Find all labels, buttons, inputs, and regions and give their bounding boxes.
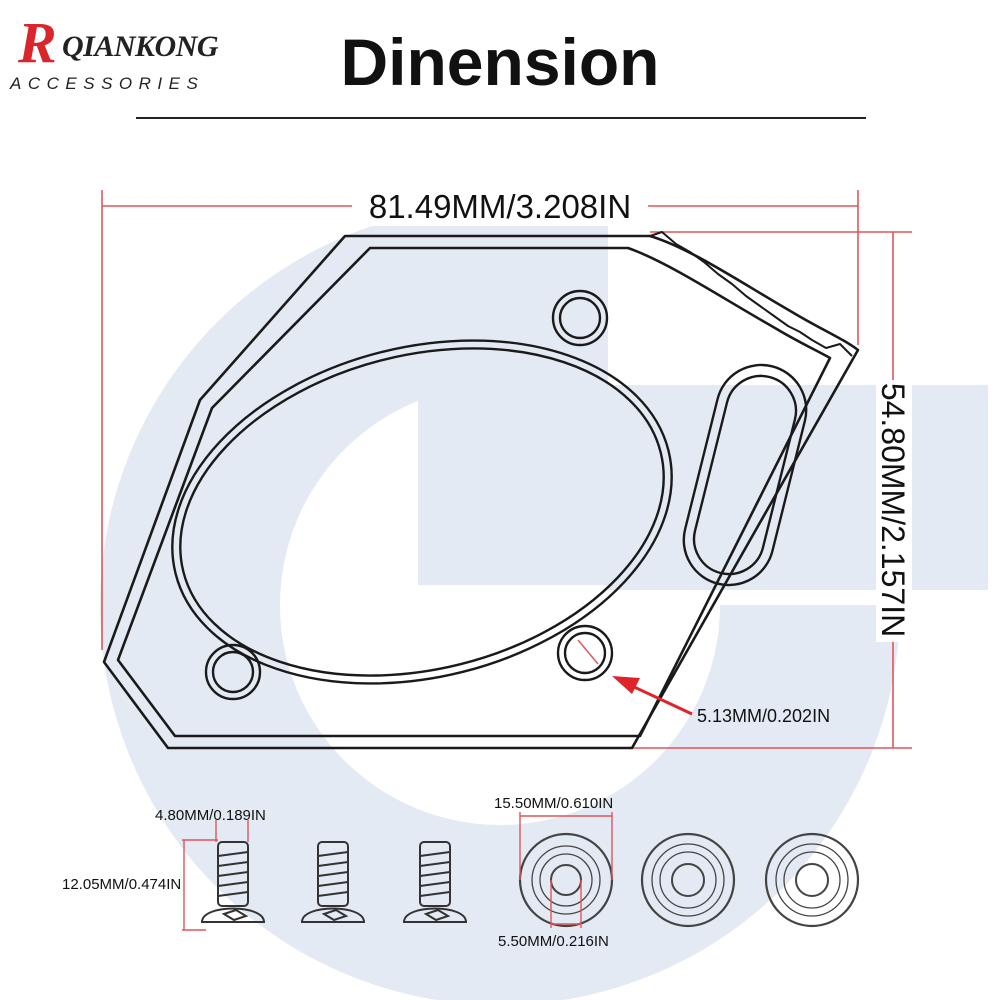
mounting-holes bbox=[204, 289, 614, 701]
screw-dimension-lines bbox=[182, 820, 249, 931]
page-title: Dinension bbox=[340, 25, 660, 99]
mounting-hole bbox=[551, 289, 609, 347]
hole-label: 5.13MM/0.202IN bbox=[697, 706, 830, 726]
dimension-lines bbox=[101, 190, 912, 749]
plate-outer-edge bbox=[102, 234, 860, 750]
brand-initial: R bbox=[18, 10, 57, 75]
screw bbox=[200, 841, 266, 923]
plate-inner-edge bbox=[116, 246, 832, 738]
washer bbox=[640, 832, 736, 928]
brand-name: QIANKONG bbox=[62, 30, 219, 63]
mounting-hole bbox=[556, 624, 614, 682]
slot-cutout bbox=[682, 363, 808, 587]
mounting-hole bbox=[204, 643, 262, 701]
screw-length-label: 12.05MM/0.474IN bbox=[62, 876, 181, 893]
height-label: 54.80MM/2.157IN bbox=[875, 383, 911, 637]
hole-arrow bbox=[612, 676, 693, 716]
brand-tagline: ACCESSORIES bbox=[10, 74, 205, 93]
screws bbox=[200, 841, 468, 923]
side-stand-plate bbox=[102, 231, 860, 750]
screw bbox=[300, 841, 366, 923]
screw-diameter-label: 4.80MM/0.189IN bbox=[155, 807, 266, 824]
oval-cutout bbox=[171, 339, 673, 685]
screw bbox=[402, 841, 468, 923]
plate-knurled-edge bbox=[649, 231, 853, 357]
watermark-logo bbox=[100, 205, 988, 1000]
width-label: 81.49MM/3.208IN bbox=[369, 188, 631, 225]
washer-inner-label: 5.50MM/0.216IN bbox=[498, 933, 609, 950]
washer-outer-label: 15.50MM/0.610IN bbox=[494, 795, 613, 812]
washer bbox=[764, 832, 860, 928]
washer-dimension-lines bbox=[519, 812, 613, 928]
brand-logo: R QIANKONG ACCESSORIES bbox=[10, 8, 270, 98]
